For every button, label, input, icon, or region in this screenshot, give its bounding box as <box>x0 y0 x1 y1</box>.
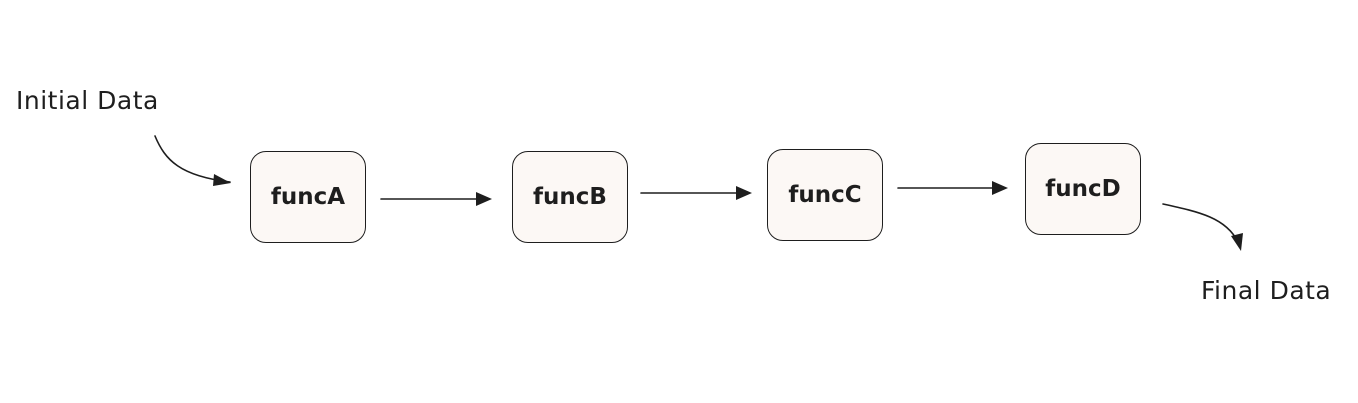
arrowhead-funcb-to-funcc <box>736 186 752 200</box>
node-funcc: funcC <box>767 149 883 241</box>
arrowhead-funcd-to-output <box>1231 233 1243 251</box>
arrowhead-funca-to-funcb <box>476 192 492 206</box>
edge-input-to-funca <box>154 135 231 183</box>
final-data-label: Final Data <box>1201 276 1332 305</box>
edge-funcd-to-output <box>1162 203 1239 243</box>
node-funcd: funcD <box>1025 143 1141 235</box>
arrowhead-input-to-funca <box>213 174 231 186</box>
arrowhead-funcc-to-funcd <box>992 181 1008 195</box>
node-funca: funcA <box>250 151 366 243</box>
node-funcb: funcB <box>512 151 628 243</box>
initial-data-label: Initial Data <box>16 86 159 115</box>
